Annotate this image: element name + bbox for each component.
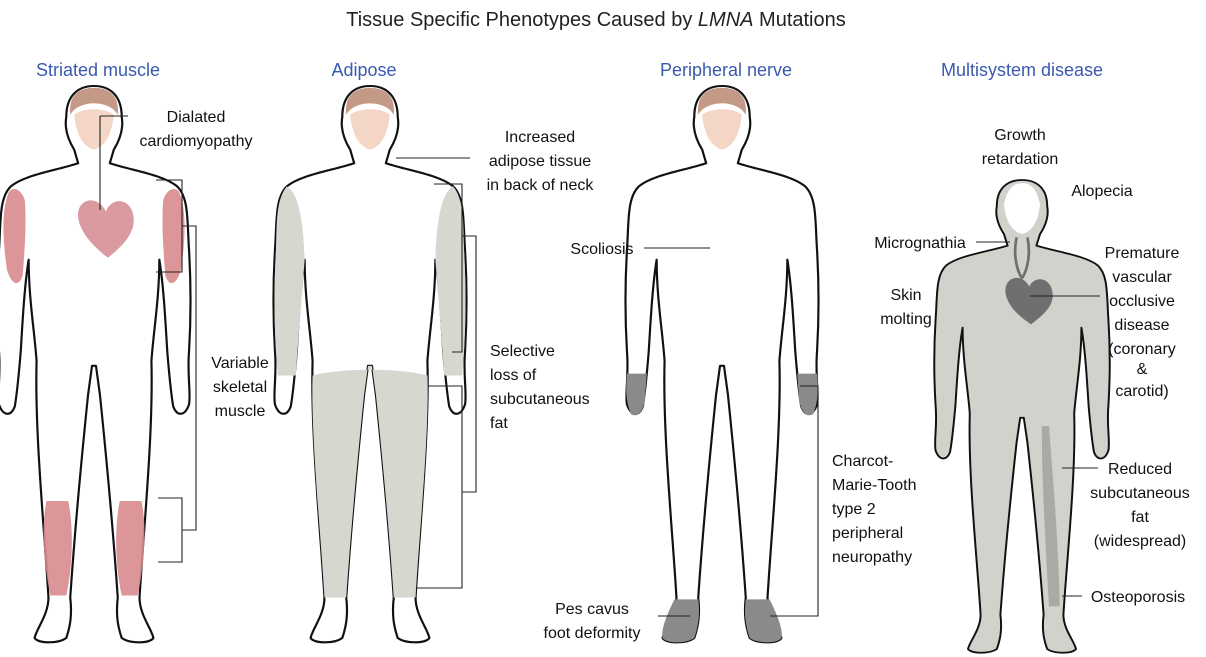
label-subcutaneous: subcutaneous (490, 391, 590, 408)
right-foot-neuropathy (745, 599, 782, 642)
panel-title-peripheral-nerve: Peripheral nerve (660, 60, 792, 80)
label-fat: fat (490, 415, 508, 432)
figure-title: Tissue Specific Phenotypes Caused by LMN… (346, 9, 846, 31)
label-muscle: muscle (215, 403, 266, 420)
label-occlusive: occlusive (1109, 293, 1175, 310)
left-foot-neuropathy (662, 599, 699, 642)
panel-title-striated-muscle: Striated muscle (36, 60, 160, 80)
label-micrognathia: Micrognathia (874, 235, 966, 252)
label-ampersand: & (1137, 361, 1148, 378)
right-arm-fat (435, 186, 465, 375)
label-pes-cavus: Pes cavus (555, 601, 629, 618)
label-vascular: vascular (1112, 269, 1172, 286)
label-loss-of: loss of (490, 367, 537, 384)
label-retardation: retardation (982, 151, 1059, 168)
label-growth: Growth (994, 127, 1046, 144)
label-selective: Selective (490, 343, 555, 360)
label-reduced: Reduced (1108, 461, 1172, 478)
figure-multisystem-disease: Growth retardation Alopecia Micrognathia… (874, 127, 1190, 653)
label-in-back-of-neck: in back of neck (487, 177, 595, 194)
label-widespread: (widespread) (1094, 533, 1186, 550)
right-calf-muscle (116, 501, 144, 596)
label-neuropathy: neuropathy (832, 549, 912, 566)
right-hand-neuropathy (797, 374, 818, 416)
body-outline-adipose (273, 86, 466, 642)
label-marie-tooth: Marie-Tooth (832, 477, 916, 494)
figure-striated-muscle: Dialated cardiomyopathy Variable skeleta… (0, 86, 269, 642)
body-outline-striated (0, 86, 191, 642)
label-alopecia: Alopecia (1071, 183, 1132, 200)
left-hand-neuropathy (626, 374, 647, 416)
panel-title-adipose: Adipose (331, 60, 396, 80)
label-molting: molting (880, 311, 932, 328)
label-charcot: Charcot- (832, 453, 893, 470)
label-foot-deformity: foot deformity (544, 625, 641, 642)
left-calf-muscle (44, 501, 72, 596)
label-skeletal: skeletal (213, 379, 267, 396)
left-arm-fat (274, 186, 304, 375)
label-disease: disease (1114, 317, 1169, 334)
panel-title-multisystem-disease: Multisystem disease (941, 60, 1103, 80)
label-subcutaneous-ms: subcutaneous (1090, 485, 1190, 502)
label-variable: Variable (211, 355, 269, 372)
label-scoliosis: Scoliosis (570, 241, 633, 258)
leg-fat (312, 366, 427, 598)
figure-peripheral-nerve: Scoliosis Charcot- Marie-Tooth type 2 pe… (544, 86, 917, 642)
label-adipose-tissue: adipose tissue (489, 153, 591, 170)
label-increased: Increased (505, 129, 575, 146)
label-skin: Skin (890, 287, 921, 304)
label-coronary: (coronary (1108, 341, 1176, 358)
bracket (158, 498, 182, 562)
label-dialated: Dialated (167, 109, 226, 126)
label-cardiomyopathy: cardiomyopathy (140, 133, 253, 150)
label-premature: Premature (1105, 245, 1180, 262)
label-type-2: type 2 (832, 501, 876, 518)
label-fat-ms: fat (1131, 509, 1149, 526)
label-carotid: carotid) (1115, 383, 1168, 400)
body-outline-nerve (625, 86, 818, 642)
label-peripheral: peripheral (832, 525, 903, 542)
figure-adipose: Increased adipose tissue in back of neck… (273, 86, 594, 642)
label-osteoporosis: Osteoporosis (1091, 589, 1185, 606)
